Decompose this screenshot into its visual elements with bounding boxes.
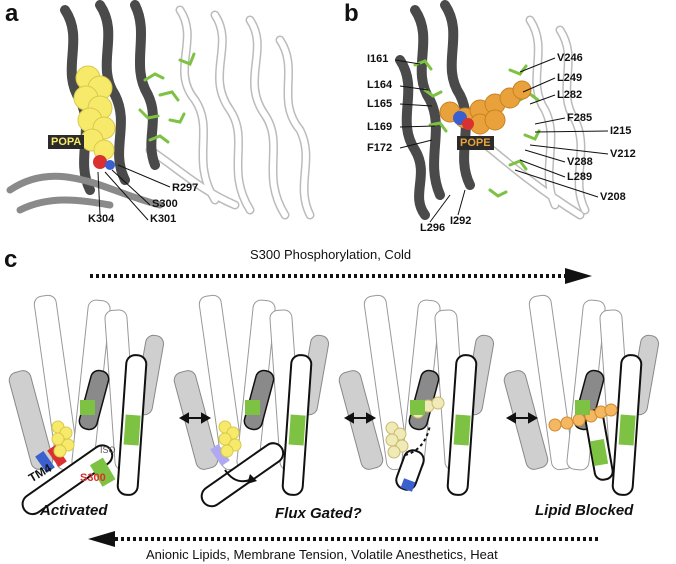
residue-l289: L289 xyxy=(567,171,593,183)
iso-label: ISO xyxy=(100,445,116,455)
pope-lipid-tag: POPE xyxy=(457,136,494,150)
panel-b-letter: b xyxy=(344,0,359,27)
residue-l164: L164 xyxy=(367,79,393,91)
residue-l282: L282 xyxy=(557,89,583,101)
channel-state-lipid-blocked xyxy=(503,294,660,496)
state-label-flux-gated: Flux Gated? xyxy=(275,505,362,522)
s300-label: S300 xyxy=(80,472,106,484)
residue-l249: L249 xyxy=(557,72,583,84)
panel-b: b POPE I161 L164 L165 L169 F172 V246 L24… xyxy=(340,0,676,240)
panel-a-letter: a xyxy=(5,0,19,27)
panel-a-structure xyxy=(6,0,315,221)
residue-v212: V212 xyxy=(610,148,636,160)
residue-l165: L165 xyxy=(367,98,393,110)
residue-v288: V288 xyxy=(567,156,593,168)
channel-state-2 xyxy=(173,294,330,508)
top-arrow-label: S300 Phosphorylation, Cold xyxy=(250,247,412,262)
panel-c-diagram xyxy=(8,268,660,547)
residue-i292: I292 xyxy=(450,215,472,227)
residue-v246: V246 xyxy=(557,52,583,64)
residue-f172: F172 xyxy=(367,142,393,154)
channel-state-activated xyxy=(8,294,165,516)
panel-c-letter: c xyxy=(4,246,18,273)
state-label-lipid-blocked: Lipid Blocked xyxy=(535,502,634,519)
panel-c: c S300 Phosphorylation, Cold Anionic Lip… xyxy=(0,240,676,564)
residue-k304: K304 xyxy=(88,213,115,225)
residue-s300: S300 xyxy=(152,198,178,210)
state-label-activated: Activated xyxy=(40,502,108,519)
residue-f285: F285 xyxy=(567,112,593,124)
residue-k301: K301 xyxy=(150,213,177,225)
residue-i215: I215 xyxy=(610,125,632,137)
residue-l169: L169 xyxy=(367,121,393,133)
panel-b-structure xyxy=(394,0,609,223)
channel-state-3 xyxy=(338,294,495,496)
residue-l296: L296 xyxy=(420,222,446,234)
residue-r297: R297 xyxy=(172,182,199,194)
residue-i161: I161 xyxy=(367,53,389,65)
bottom-arrow-label: Anionic Lipids, Membrane Tension, Volati… xyxy=(146,547,498,562)
residue-v208: V208 xyxy=(600,191,626,203)
popa-lipid-tag: POPA xyxy=(48,135,85,149)
panel-a: a POPA R297 S300 K301 K304 xyxy=(0,0,330,235)
